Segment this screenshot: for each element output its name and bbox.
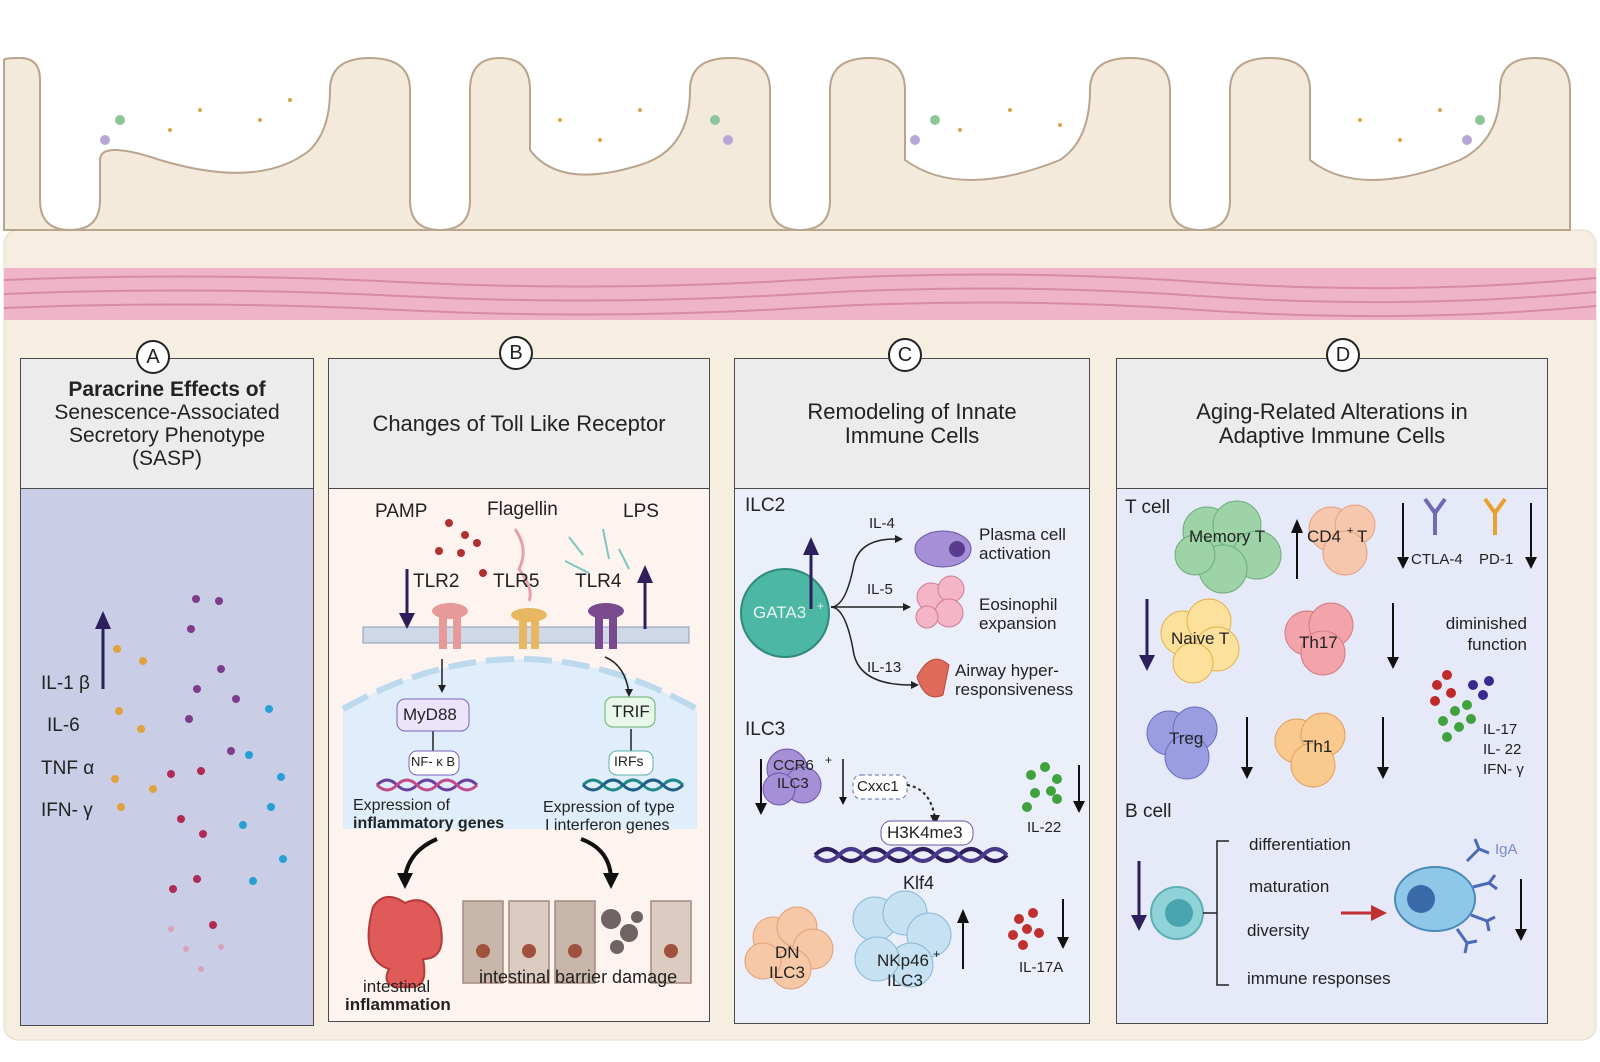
cytokine-label-tnfa: TNF α [41,758,95,779]
expr-inflammatory-line2: inflammatory genes [353,815,505,832]
ligand-pamp: PAMP [375,501,428,522]
tlr-pathway-diagram [341,519,699,989]
panel-a-badge: A [136,340,170,374]
panel-c-title: Remodeling of Innate Immune Cells [807,398,1017,448]
th1-label: Th1 [1303,737,1333,756]
expr-interferon-line1: Expression of type [543,799,675,816]
nfkb-label: NF- κ B [411,754,456,769]
cxxc1-label: Cxxc1 [857,778,899,795]
b-item-maturation: maturation [1249,877,1330,896]
b-item-diversity: diversity [1247,921,1310,940]
cytokine-label-ifng: IFN- γ [41,800,93,821]
villi [3,56,1571,232]
gata3-sup: + [817,599,825,613]
ctla4-label: CTLA-4 [1411,551,1463,568]
panel-a-title: Senescence-Associated Secretory Phenotyp… [54,400,280,470]
myd88-label: MyD88 [403,705,457,724]
panel-c-badge: C [888,338,922,372]
expr-inflammatory-line1: Expression of [353,797,450,814]
panel-b-title: Changes of Toll Like Receptor [372,410,666,436]
panel-b-body: PAMP Flagellin LPS TLR2 TLR5 TLR4 MyD88 … [329,489,709,1021]
nkp46-label: NKp46 [877,951,929,970]
memory-t-label: Memory T [1189,527,1266,546]
panel-b-header: Changes of Toll Like Receptor [329,359,709,489]
b-item-immune-responses: immune responses [1247,969,1391,988]
sasp-particles [95,595,287,972]
outcome-inflammation-line2: inflammation [345,995,451,1014]
il4-label: IL-4 [869,515,895,532]
panel-d: Aging-Related Alterations in Adaptive Im… [1116,358,1548,1024]
cd4-t-label: T [1357,527,1368,546]
panel-d-body: T cell Memory T CD4 + T CTLA-4 PD-1 Naiv… [1117,489,1547,1023]
panel-a-title-bold: Paracrine Effects of [68,377,266,401]
ilc3-label: ILC3 [745,719,786,740]
pd1-label: PD-1 [1479,551,1514,568]
panel-d-header: Aging-Related Alterations in Adaptive Im… [1117,359,1547,489]
expr-interferon-line2: I interferon genes [545,817,670,834]
outcome-inflammation-line1: intestinal [363,977,431,996]
il17a-label: IL-17A [1019,959,1064,976]
adaptive-cells-diagram [1131,497,1537,986]
irfs-label: IRFs [614,753,644,769]
nkp46-sup: + [933,947,941,961]
panel-c: Remodeling of Innate Immune Cells [734,358,1090,1024]
panel-b: Changes of Toll Like Receptor [328,358,710,1022]
panel-d-title: Aging-Related Alterations in Adaptive Im… [1196,398,1468,448]
dn-ilc3-label: ILC3 [769,963,805,982]
il22-label-c: IL-22 [1027,819,1062,836]
receptor-tlr5: TLR5 [493,571,540,592]
dn-label: DN [775,943,800,962]
ifng-label-d: IFN- γ [1483,761,1524,778]
ligand-flagellin: Flagellin [487,499,558,520]
panel-d-badge: D [1326,338,1360,372]
t-cell-label: T cell [1125,497,1171,518]
h3k4me3-label: H3K4me3 [887,823,963,842]
il5-label: IL-5 [867,581,893,598]
il17-label: IL-17 [1483,721,1518,738]
ccr6-ilc3-label: ILC3 [777,775,809,792]
cytokine-label-il6: IL-6 [47,715,80,736]
cd4-sup: + [1347,525,1354,537]
ligand-lps: LPS [623,501,659,522]
b-cell-label: B cell [1125,801,1172,822]
panel-b-badge: B [499,336,533,370]
ccr6-label: CCR6 [773,757,814,774]
airway-label: Airway hyper-responsiveness [955,661,1074,699]
innate-cells-diagram [740,530,1085,990]
th17-label: Th17 [1299,633,1338,652]
b-item-differentiation: differentiation [1249,835,1351,854]
panel-a: Paracrine Effects of Senescence-Associat… [20,358,314,1026]
il13-label: IL-13 [867,659,902,676]
panel-a-body: IL-1 β IL-6 TNF α IFN- γ [21,489,313,1025]
panel-c-header: Remodeling of Innate Immune Cells [735,359,1089,489]
diminished-function-label: diminished function [1445,614,1527,654]
il22-label-d: IL- 22 [1483,741,1522,758]
treg-label: Treg [1169,729,1204,748]
klf4-label: Klf4 [903,873,935,893]
receptor-tlr4: TLR4 [575,571,622,592]
panel-c-body: ILC2 GATA3 + IL-4 IL-5 IL-13 Plasma cell… [735,489,1089,1023]
gata3-label: GATA3 [753,603,807,622]
outcome-barrier-damage: intestinal barrier damage [479,967,678,987]
eosinophil-label: Eosinophil expansion [979,595,1058,633]
receptor-tlr2: TLR2 [413,571,460,592]
plasma-cell-label: Plasma cell activation [979,525,1066,563]
ccr6-sup: + [825,753,833,767]
ilc2-label: ILC2 [745,495,786,516]
cd4-label: CD4 [1307,527,1342,546]
iga-label: IgA [1495,841,1518,858]
naive-t-label: Naive T [1171,629,1230,648]
trif-label: TRIF [612,702,650,721]
nkp46-ilc3-label: ILC3 [887,971,923,990]
panel-a-header: Paracrine Effects of Senescence-Associat… [21,359,313,489]
cytokine-label-il1b: IL-1 β [41,673,90,694]
